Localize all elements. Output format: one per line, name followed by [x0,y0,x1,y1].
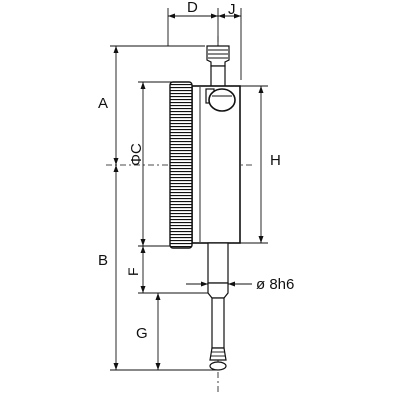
dim-c [138,81,172,247]
dim-label-c: ΦC [128,143,145,166]
dim-f [138,246,210,294]
dim-label-h: H [270,152,281,169]
dim-label-g: G [136,325,148,342]
dim-h [240,85,268,244]
dim-label-f: F [125,267,141,276]
top-dimensions [167,8,242,80]
dim-label-a: A [98,95,108,112]
dim-g [155,293,161,370]
dim-stem [186,281,252,287]
indicator-body [169,45,241,371]
dim-label-j: J [228,1,236,18]
dim-label-stem: ø 8h6 [256,276,294,293]
left-dimensions [110,45,220,371]
dim-label-d: D [187,0,198,16]
dim-label-b: B [98,252,108,269]
